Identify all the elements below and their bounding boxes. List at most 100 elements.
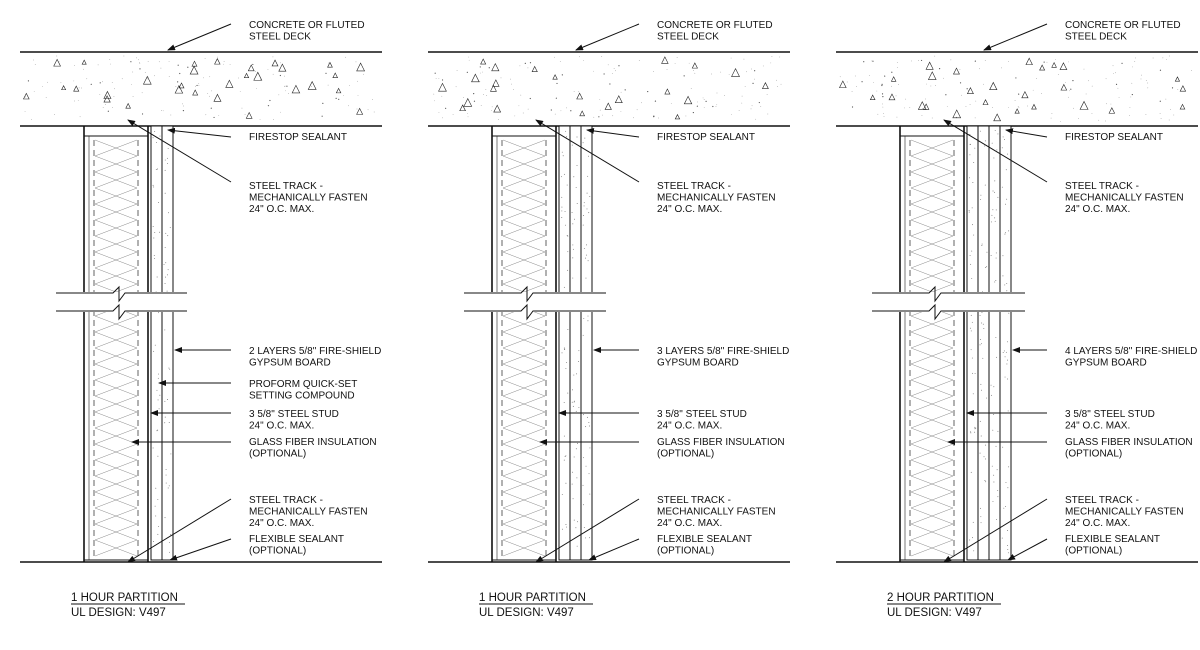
gypsum-board-layer [558, 125, 571, 561]
bottom-track-leader [127, 498, 232, 563]
firestop-leader [586, 127, 640, 138]
break-line-top [56, 285, 187, 303]
glass-fiber-insulation [94, 139, 138, 557]
wall-break-symbol [464, 285, 606, 321]
firestop-label: FIRESTOP SEALANT [1065, 132, 1163, 143]
sealant-label: FLEXIBLE SEALANT [249, 534, 344, 545]
firestop-leader [1005, 128, 1048, 138]
glass-fiber-insulation [910, 139, 954, 557]
board-label: 4 LAYERS 5/8" FIRE-SHIELD [1065, 346, 1197, 357]
concrete-aggregate-texture [433, 56, 782, 120]
top-track-leader [943, 119, 1048, 183]
gypsum-board-layers [558, 125, 593, 561]
board-label: 3 LAYERS 5/8" FIRE-SHIELD [657, 346, 789, 357]
stud-label: 24" O.C. MAX. [657, 421, 722, 432]
gypsum-board-layers [150, 125, 174, 561]
glass-fiber-insulation-cross [94, 139, 138, 557]
bottom-track-label: MECHANICALLY FASTEN [1065, 507, 1184, 518]
sealant-leader [169, 538, 232, 561]
top-track-label: 24" O.C. MAX. [249, 204, 314, 215]
detail-title: 1 HOUR PARTITION [71, 592, 178, 604]
gypsum-board-layer [966, 125, 979, 561]
bottom-track-label: STEEL TRACK - [249, 495, 323, 506]
deck-label: STEEL DECK [1065, 32, 1127, 43]
top-steel-track [83, 125, 149, 137]
concrete-aggregate-texture [23, 55, 375, 120]
top-steel-track [491, 125, 557, 137]
stud-label: 3 5/8" STEEL STUD [1065, 409, 1155, 420]
glass-fiber-insulation-cross [502, 139, 546, 557]
detail-subtitle: UL DESIGN: V497 [887, 607, 982, 619]
compound-label: SETTING COMPOUND [249, 391, 355, 402]
bottom-track-label: MECHANICALLY FASTEN [249, 507, 368, 518]
sealant-label: FLEXIBLE SEALANT [1065, 534, 1160, 545]
deck-label: CONCRETE OR FLUTED [1065, 20, 1181, 31]
sealant-leader [1007, 538, 1048, 561]
insulation-label: GLASS FIBER INSULATION [249, 437, 377, 448]
top-track-label: 24" O.C. MAX. [657, 204, 722, 215]
insulation-label: (OPTIONAL) [249, 449, 306, 460]
stud-label: 24" O.C. MAX. [249, 421, 314, 432]
top-track-leader [535, 119, 640, 183]
board-label: GYPSUM BOARD [657, 358, 739, 369]
firestop-label: FIRESTOP SEALANT [657, 132, 755, 143]
break-mask [56, 292, 187, 312]
detail-subtitle: UL DESIGN: V497 [71, 607, 166, 619]
gypsum-board-layer [988, 125, 1001, 561]
deck-label: CONCRETE OR FLUTED [657, 20, 773, 31]
deck-label: STEEL DECK [249, 32, 311, 43]
break-mask [872, 292, 1025, 312]
glass-fiber-insulation [502, 139, 546, 557]
board-label: GYPSUM BOARD [1065, 358, 1147, 369]
sealant-label: (OPTIONAL) [249, 546, 306, 557]
concrete-deck [428, 51, 790, 127]
stud-label: 24" O.C. MAX. [1065, 421, 1130, 432]
top-track-label: MECHANICALLY FASTEN [1065, 193, 1184, 204]
break-line-top [872, 285, 1025, 303]
top-track-label: 24" O.C. MAX. [1065, 204, 1130, 215]
gypsum-board-layer [150, 125, 163, 561]
firestop-leader [167, 127, 232, 138]
bottom-track-label: 24" O.C. MAX. [249, 518, 314, 529]
break-line-bottom [56, 303, 187, 321]
sealant-label: (OPTIONAL) [1065, 546, 1122, 557]
bottom-track-leader [943, 498, 1048, 563]
top-track-leader [127, 119, 232, 183]
break-line-bottom [872, 303, 1025, 321]
stud-label: 3 5/8" STEEL STUD [657, 409, 747, 420]
top-steel-track [899, 125, 965, 137]
wall-assembly [491, 125, 593, 562]
wall-break-symbol [872, 285, 1025, 321]
concrete-deck [836, 51, 1198, 127]
insulation-label: GLASS FIBER INSULATION [1065, 437, 1193, 448]
break-line-bottom [464, 303, 606, 321]
gypsum-board-layer [999, 125, 1012, 561]
concrete-aggregate-texture [839, 55, 1192, 122]
gypsum-board-layer [569, 125, 582, 561]
bottom-track-label: STEEL TRACK - [657, 495, 731, 506]
board-label: GYPSUM BOARD [249, 358, 331, 369]
wall-break-symbol [56, 285, 187, 321]
top-track-label: MECHANICALLY FASTEN [657, 193, 776, 204]
bottom-track-label: 24" O.C. MAX. [1065, 518, 1130, 529]
gypsum-board-layers [966, 125, 1012, 561]
wall-assembly [899, 125, 1012, 562]
detail-title: 2 HOUR PARTITION [887, 592, 994, 604]
sealant-leader [588, 538, 640, 561]
break-mask [464, 292, 606, 312]
detail-title: 1 HOUR PARTITION [479, 592, 586, 604]
bottom-track-label: MECHANICALLY FASTEN [657, 507, 776, 518]
glass-fiber-insulation-cross [910, 139, 954, 557]
detail-subtitle: UL DESIGN: V497 [479, 607, 574, 619]
bottom-track-label: STEEL TRACK - [1065, 495, 1139, 506]
gypsum-board-layer [580, 125, 593, 561]
insulation-label: (OPTIONAL) [1065, 449, 1122, 460]
sealant-label: (OPTIONAL) [657, 546, 714, 557]
wall-assembly [83, 125, 174, 562]
